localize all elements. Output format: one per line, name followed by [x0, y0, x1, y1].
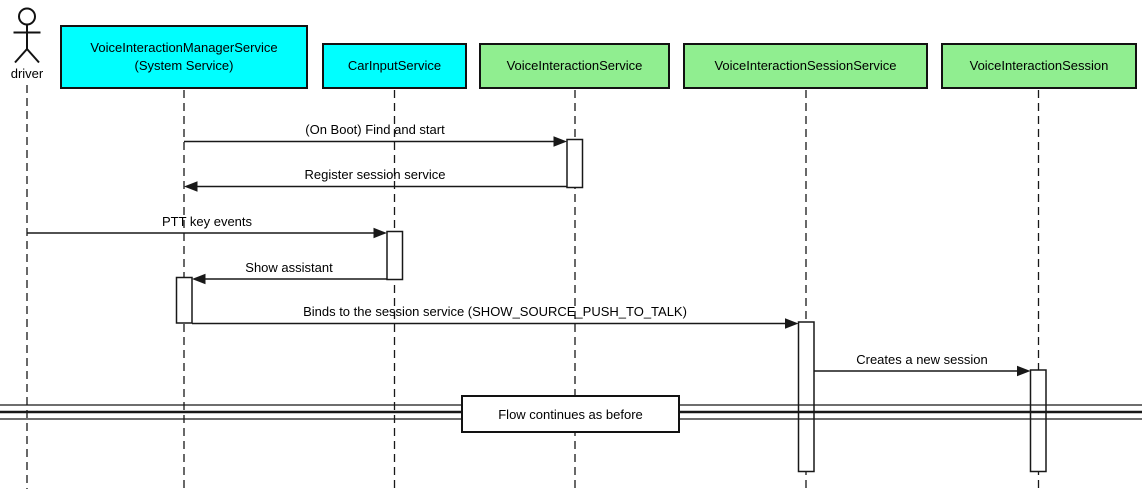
divider-flow-continues: Flow continues as before: [461, 395, 680, 433]
actor-driver-icon: [13, 7, 41, 64]
activation-voiceinteractionmanagerservice: [175, 276, 193, 324]
arrowhead-right-icon: [373, 227, 387, 239]
message-label-on-boot-find-and-start: (On Boot) Find and start: [305, 122, 445, 137]
participant-voiceinteractionsession: VoiceInteractionSession: [941, 43, 1137, 89]
arrowhead-right-icon: [553, 136, 567, 147]
arrowhead-right-icon: [785, 318, 799, 329]
arrowhead-right-icon: [1017, 365, 1031, 377]
participant-voiceinteractionservice: VoiceInteractionService: [479, 43, 670, 89]
participant-voiceinteractionsessionservice: VoiceInteractionSessionService: [683, 43, 928, 89]
activation-carinputservice: [386, 230, 404, 281]
actor-driver-label: driver: [10, 66, 44, 81]
message-label-binds-to-session-service: Binds to the session service (SHOW_SOURC…: [303, 304, 687, 319]
arrowhead-left-icon: [184, 181, 198, 192]
message-arrowheads: [184, 136, 1031, 377]
message-label-show-assistant: Show assistant: [245, 260, 333, 275]
participant-carinputservice: CarInputService: [322, 43, 467, 89]
message-label-creates-a-new-session: Creates a new session: [856, 352, 988, 367]
activation-voiceinteractionsessionservice: [797, 321, 815, 473]
activation-voiceinteractionsession: [1029, 369, 1047, 473]
message-label-ptt-key-events: PTT key events: [161, 214, 253, 229]
activation-voiceinteractionservice: [566, 138, 584, 189]
message-arrows: [27, 140, 1018, 372]
message-label-register-session-service: Register session service: [304, 167, 446, 182]
participant-voiceinteractionmanagerservice: VoiceInteractionManagerService (System S…: [60, 25, 308, 89]
arrowhead-left-icon: [192, 273, 206, 285]
activation-bars: [175, 138, 1047, 473]
